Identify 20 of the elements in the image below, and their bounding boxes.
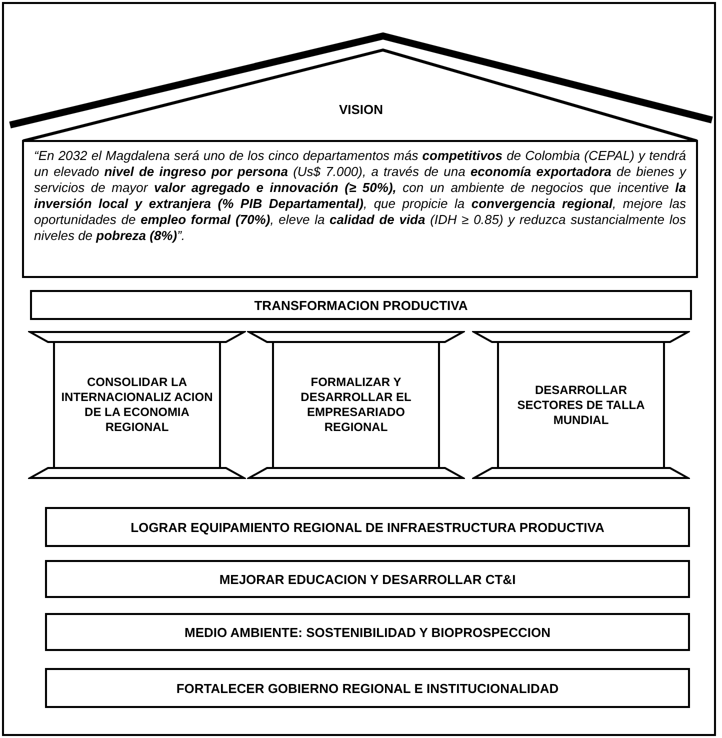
strategy-bar bbox=[30, 290, 692, 320]
vision-statement: “En 2032 el Magdalena será uno de los cinco departamentos más competitivos de Colombia (CEPAL) y tendrá un elevado nivel de ingreso por persona (Us$ 7.000), a través de una economía exportadora de bienes y servicios de mayor valor agregado e innovación (≥ 50%), con un ambiente de negocios que incentive la inversión local y extranjera (% PIB Departamental), que propicie la convergencia regional, mejore las oportunidades de empleo formal (70%), eleve la calidad de vida (IDH ≥ 0.85) y reduzca sustancialmente los niveles de pobreza (8%)”. bbox=[34, 148, 686, 244]
pillar bbox=[247, 330, 465, 480]
pillar bbox=[472, 330, 690, 480]
strategy-label: FORTALECER GOBIERNO REGIONAL E INSTITUCIONALIDAD bbox=[176, 680, 559, 696]
pillar-label: FORMALIZAR Y DESARROLLAR EL EMPRESARIADO REGIONAL bbox=[300, 375, 412, 435]
strategy-label: MEDIO AMBIENTE: SOSTENIBILIDAD Y BIOPROSPECCION bbox=[184, 624, 550, 640]
strategy-bar bbox=[45, 507, 690, 547]
strategy-label: MEJORAR EDUCACION Y DESARROLLAR CT&I bbox=[219, 572, 516, 586]
strategy-bar bbox=[45, 613, 690, 651]
pillar-label: CONSOLIDAR LA INTERNACIONALIZ ACION DE LA ECONOMIA REGIONAL bbox=[60, 375, 214, 435]
strategy-label: TRANSFORMACION PRODUCTIVA bbox=[254, 298, 468, 312]
strategy-label: LOGRAR EQUIPAMIENTO REGIONAL DE INFRAESTRUCTURA PRODUCTIVA bbox=[130, 520, 604, 534]
pillar bbox=[28, 330, 246, 480]
heading: VISION bbox=[338, 102, 384, 117]
strategy-bar bbox=[45, 560, 690, 598]
pillar-label: DESARROLLAR SECTORES DE TALLA MUNDIAL bbox=[516, 382, 646, 428]
strategy-bar bbox=[45, 668, 690, 708]
vision-box bbox=[22, 140, 698, 278]
house-outline bbox=[6, 30, 716, 280]
